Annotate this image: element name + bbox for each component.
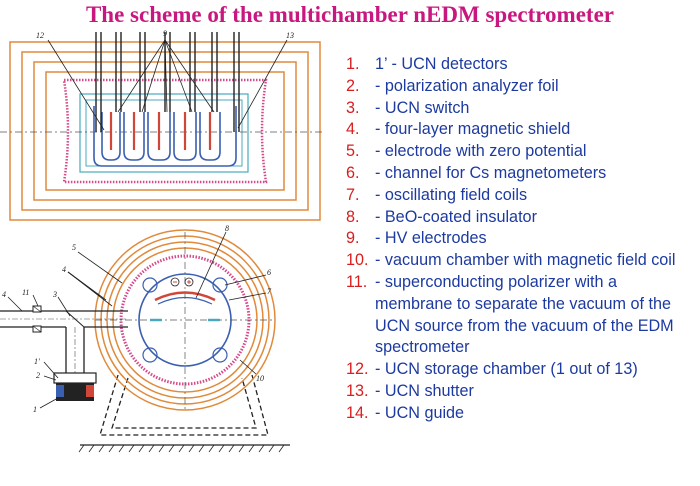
legend-number: 5. — [346, 142, 360, 161]
legend-item: 4. - four-layer magnetic shield — [330, 119, 695, 141]
legend-text: - oscillating field coils — [375, 185, 528, 204]
cs-channel-2 — [212, 277, 228, 293]
side-label-10: 10 — [256, 374, 264, 383]
diagram-title: The scheme of the multichamber nEDM spec… — [85, 2, 615, 27]
legend-text: - UCN storage chamber (1 out of 13) — [375, 360, 638, 379]
side-label-6: 6 — [267, 268, 271, 277]
legend-text: - BeO-coated insulator — [375, 207, 537, 226]
legend-item: 6. - channel for Cs magnetometers — [330, 163, 695, 185]
cs-channel-3 — [142, 347, 158, 363]
side-label-2: 2 — [36, 371, 40, 380]
legend-text: - UCN switch — [375, 98, 470, 117]
legend-item: 5. - electrode with zero potential — [330, 141, 695, 163]
side-label-7: 7 — [267, 287, 272, 296]
legend-text: - electrode with zero potential — [375, 142, 587, 161]
legend-text: 1’ - UCN detectors — [375, 55, 508, 73]
legend-item: 10. - vacuum chamber with magnetic field … — [330, 250, 695, 272]
vacuum-chamber-top — [62, 78, 268, 184]
legend-number: 4. — [346, 120, 360, 139]
legend-item: 13. - UCN shutter — [330, 381, 695, 403]
electrode-u-2 — [123, 112, 145, 161]
top-label-13: 13 — [286, 31, 294, 40]
side-label-5: 5 — [72, 243, 76, 252]
floor-hatch — [78, 444, 285, 453]
coil-outer — [79, 93, 249, 173]
electrode-u-4 — [173, 112, 197, 161]
side-label-4-guide: 4 — [2, 290, 6, 299]
legend-item: 1. 1’ - UCN detectors — [330, 54, 695, 76]
top-label-9: 9 — [163, 29, 167, 38]
top-label-12: 12 — [36, 31, 44, 40]
electrode-u-3 — [147, 112, 171, 161]
legend-item: 8. - BeO-coated insulator — [330, 207, 695, 229]
legend-text: - vacuum chamber with magnetic field coi… — [375, 251, 676, 270]
legend-text: - UCN shutter — [375, 381, 474, 400]
legend-item: 14. - UCN guide — [330, 403, 695, 425]
legend-number: 13. — [346, 381, 369, 400]
legend-text: - HV electrodes — [375, 229, 487, 248]
top-leaders — [47, 39, 288, 131]
legend-item: 11. - superconducting polarizer with a me… — [330, 272, 695, 359]
side-label-3: 3 — [52, 290, 57, 299]
side-label-11: 11 — [22, 288, 29, 297]
legend-text: - UCN guide — [375, 403, 465, 422]
legend-number: 3. — [346, 98, 360, 117]
detector-coil-right — [86, 385, 94, 397]
top-view: 12 9 13 — [0, 29, 322, 221]
legend-text: - four-layer magnetic shield — [375, 120, 571, 139]
cs-channel-4 — [212, 347, 228, 363]
legend-item: 3. - UCN switch — [330, 98, 695, 120]
side-leaders — [7, 231, 267, 409]
legend-item: 2. - polarization analyzer foil — [330, 76, 695, 98]
legend-item: 7. - oscillating field coils — [330, 185, 695, 207]
side-label-1prime: 1′ — [34, 357, 40, 366]
hv-arc-top — [154, 291, 216, 302]
legend-text: - superconducting polarizer with a membr… — [375, 272, 674, 357]
ucn-detector — [56, 383, 94, 401]
electrode-u-5 — [199, 112, 221, 161]
storage-chamber-group — [93, 106, 237, 167]
side-view: 5 4 8 6 7 4 11 3 1′ 2 1 10 — [0, 224, 290, 453]
detector-foil-block — [53, 372, 97, 384]
legend-list: 1. 1’ - UCN detectors 2. - polarization an… — [330, 54, 695, 425]
legend-text: - polarization analyzer foil — [375, 76, 559, 95]
insulator-arc — [157, 296, 213, 305]
support-stand — [99, 374, 269, 436]
legend-number: 12. — [346, 360, 369, 379]
legend-text: - channel for Cs magnetometers — [375, 163, 607, 182]
legend-number: 9. — [346, 229, 360, 248]
legend-number: 1. — [346, 55, 360, 73]
side-label-1: 1 — [33, 405, 37, 414]
electrode-u-1 — [101, 112, 121, 161]
side-label-8: 8 — [225, 224, 229, 233]
detector-coil-left — [56, 385, 64, 397]
legend-number: 7. — [346, 185, 360, 204]
legend-number: 11. — [346, 272, 368, 291]
legend-number: 8. — [346, 207, 360, 226]
cs-channel-1 — [142, 277, 158, 293]
side-label-4-shield: 4 — [62, 265, 66, 274]
ucn-guide-pipe — [0, 310, 128, 373]
legend-item: 9. - HV electrodes — [330, 228, 695, 250]
legend-item: 12. - UCN storage chamber (1 out of 13) — [330, 359, 695, 381]
ucn-switch-mark — [65, 310, 85, 328]
legend-number: 10. — [346, 251, 369, 270]
legend-number: 6. — [346, 163, 360, 182]
legend-number: 2. — [346, 76, 360, 95]
legend-number: 14. — [346, 403, 369, 422]
